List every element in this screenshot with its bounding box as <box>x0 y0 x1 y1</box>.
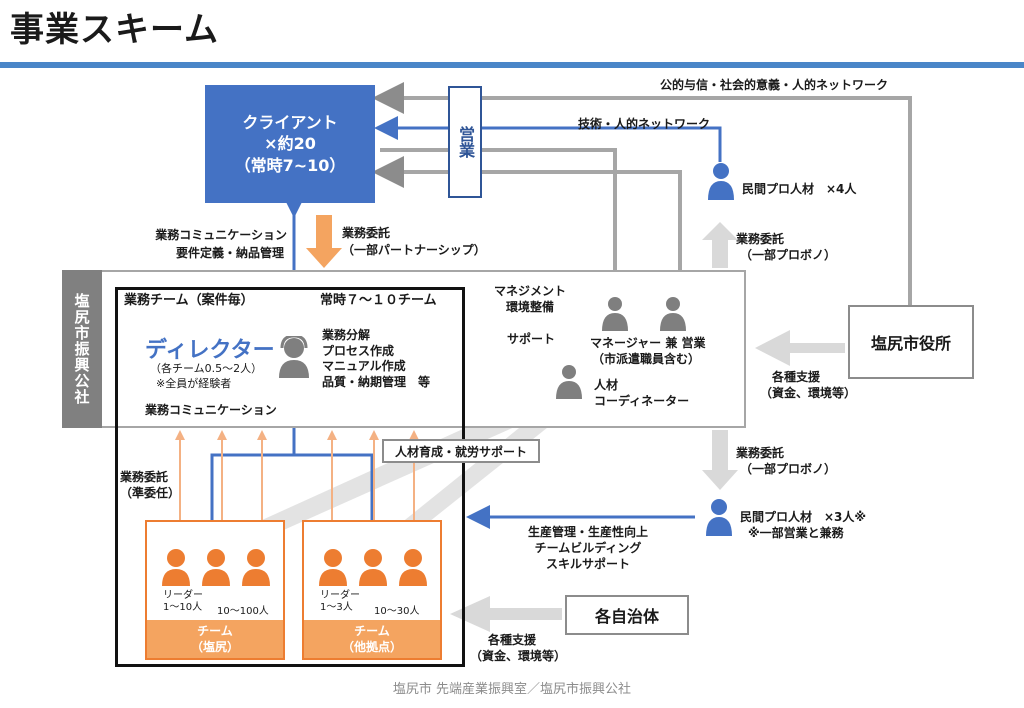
headset-person-icon <box>279 336 309 378</box>
mgmt-label-2: 環境整備 <box>506 300 555 314</box>
team-comm-label: 業務コミュニケーション <box>145 403 277 417</box>
director-note-1: （各チーム0.5～2人） <box>150 362 263 375</box>
client-title: クライアント <box>242 112 338 132</box>
corp-name: 塩尻市振興公社 <box>62 270 102 428</box>
outsource-arrow <box>306 215 342 268</box>
footer-credit: 塩尻市 先端産業振興室／塩尻市振興公社 <box>392 682 632 697</box>
headset-person-icon <box>319 549 427 586</box>
person-icon <box>660 297 686 331</box>
client-count: ×約20 <box>264 134 316 154</box>
manager-label-1: マネージャー 兼 営業 <box>590 336 706 350</box>
pro1-outsource-label-2: （一部プロボノ） <box>740 248 837 262</box>
leader-label: リーダー 1～10人 <box>163 590 203 613</box>
outsource-label-2: （一部パートナーシップ） <box>342 243 486 257</box>
team-box <box>115 287 465 667</box>
comm-left-label-2: 要件定義・納品管理 <box>175 246 284 260</box>
task-item: 品質・納期管理 等 <box>322 374 431 389</box>
director-tasks: 業務分解 プロセス作成 マニュアル作成 品質・納期管理 等 <box>322 328 430 390</box>
headset-person-icon <box>162 549 270 586</box>
local-support-arrow <box>450 596 562 632</box>
team-footer: チーム （塩尻） <box>147 620 283 658</box>
team-card-other: リーダー 1～3人 10～30人 チーム （他拠点） <box>302 520 442 660</box>
leader-label: リーダー 1～3人 <box>320 590 360 613</box>
pro1-label: 民間プロ人材 ×4人 <box>742 182 857 196</box>
pro2-note: ※一部営業と兼務 <box>748 526 844 540</box>
local-gov-box: 各自治体 <box>565 595 689 635</box>
team-footer: チーム （他拠点） <box>304 620 440 658</box>
comm-left-label-1: 業務コミュニケーション <box>155 228 287 242</box>
coordinator-label-2: コーディネーター <box>594 394 690 408</box>
pro2-outsource-label-1: 業務委託 <box>736 446 785 460</box>
team-header: 業務チーム（案件毎） <box>124 293 254 308</box>
pro2-label: 民間プロ人材 ×3人※ <box>740 510 867 524</box>
person-icon <box>706 499 732 536</box>
person-icon <box>556 365 582 399</box>
subcontract-label-2: （準委任） <box>120 486 181 500</box>
pro1-outsource-arrow <box>702 222 738 268</box>
member-count: 10～30人 <box>374 606 420 617</box>
local-support-label-2: （資金、環境等） <box>470 649 567 663</box>
task-item: マニュアル作成 <box>322 359 406 374</box>
city-support-arrow <box>755 330 845 366</box>
prod-label-3: スキルサポート <box>545 557 630 571</box>
city-support-label-1: 各種支援 <box>772 370 821 384</box>
pro2-outsource-label-2: （一部プロボノ） <box>740 462 837 476</box>
tech-network-label: 技術・人的ネットワーク <box>578 117 711 131</box>
director-team2-arrow <box>294 453 384 551</box>
corp-box <box>62 270 746 428</box>
public-network-arrow <box>372 82 912 305</box>
outsource-label-1: 業務委託 <box>342 226 391 240</box>
tech-network-arrow <box>374 116 722 162</box>
team-count: 常時７～１０チーム <box>320 293 437 308</box>
task-item: プロセス作成 <box>322 343 395 358</box>
director-title: ディレクター <box>145 338 275 363</box>
member-count: 10～100人 <box>217 606 269 617</box>
team-card-shiojiri: リーダー 1～10人 10～100人 チーム （塩尻） <box>145 520 285 660</box>
client-constant: （常時7~10） <box>234 155 346 175</box>
sales-box: 営業 <box>448 86 482 198</box>
hr-support-label: 人材育成・就労サポート <box>382 439 540 463</box>
pro2-outsource-arrow <box>702 430 738 490</box>
local-support-label-1: 各種支援 <box>488 633 537 647</box>
client-box: クライアント ×約20 （常時7~10） <box>205 85 375 203</box>
person-icon <box>708 163 734 200</box>
page-title: 事業スキーム <box>10 10 219 50</box>
prod-label-1: 生産管理・生産性向上 <box>527 525 648 539</box>
prod-label-2: チームビルディング <box>534 541 642 555</box>
director-note-2: ※全員が経験者 <box>156 377 232 390</box>
mgmt-label-1: マネジメント <box>494 284 567 298</box>
public-network-label: 公的与信・社会的意義・人的ネットワーク <box>660 78 889 92</box>
city-hall-box: 塩尻市役所 <box>848 305 974 379</box>
support-label: サポート <box>507 332 556 346</box>
subcontract-label-1: 業務委託 <box>120 470 169 484</box>
pro1-outsource-label-1: 業務委託 <box>736 232 785 246</box>
city-support-label-2: （資金、環境等） <box>760 386 857 400</box>
manager-label-2: （市派遣職員含む） <box>592 352 701 366</box>
task-item: 業務分解 <box>322 328 371 342</box>
coordinator-label-1: 人材 <box>594 378 619 392</box>
hr-support-arrow-2 <box>390 395 572 545</box>
person-icon <box>602 297 628 331</box>
title-underline <box>0 62 1024 68</box>
